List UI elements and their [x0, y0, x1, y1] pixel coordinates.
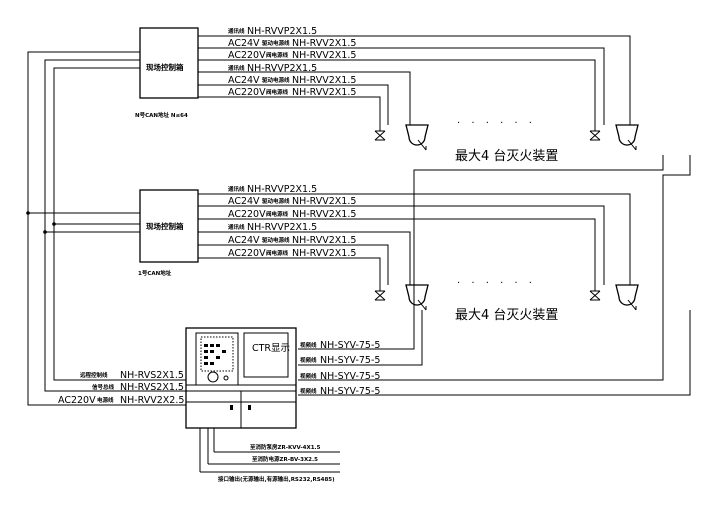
- svg-text:NH-RVV2X1.5: NH-RVV2X1.5: [292, 196, 356, 207]
- svg-text:至消防电源ZR-BV-3X2.5: 至消防电源ZR-BV-3X2.5: [252, 455, 318, 463]
- svg-text:NH-RVV2X1.5: NH-RVV2X1.5: [292, 248, 356, 259]
- svg-text:NH-RVV2X1.5: NH-RVV2X1.5: [292, 209, 356, 220]
- top-cannon-right: [615, 124, 639, 151]
- bottom-box-label: 现场控制箱: [146, 221, 184, 231]
- svg-text:AC220V: AC220V: [228, 248, 266, 259]
- svg-text:NH-RVV2X1.5: NH-RVV2X1.5: [292, 75, 356, 86]
- bottom-cable-runs: [198, 193, 631, 285]
- svg-text:视频线: 视频线: [300, 387, 317, 395]
- svg-text:NH-RVV2X2.5: NH-RVV2X2.5: [120, 395, 184, 406]
- svg-text:信号总线: 信号总线: [92, 383, 115, 391]
- svg-text:NH-RVV2X1.5: NH-RVV2X1.5: [292, 38, 356, 49]
- top-box-label: 现场控制箱: [146, 62, 184, 72]
- svg-text:AC220V: AC220V: [58, 395, 96, 406]
- bottom-output-lines: 至消防泵房ZR-KVV-4X1.5 至消防电源ZR-BV-3X2.5 接口输出(…: [200, 443, 340, 483]
- bottom-can-address: 1号CAN地址: [138, 269, 172, 277]
- svg-text:视频线: 视频线: [300, 356, 317, 364]
- left-trunk-wires: [26, 51, 186, 406]
- svg-text:通讯线: 通讯线: [228, 64, 245, 72]
- svg-text:通讯线: 通讯线: [228, 27, 245, 35]
- svg-text:视频线: 视频线: [300, 372, 317, 380]
- svg-text:视频线: 视频线: [300, 341, 317, 349]
- top-group-note: 最大4 台灭火装置: [455, 149, 558, 164]
- svg-text:远程控制线: 远程控制线: [80, 371, 108, 379]
- svg-text:电源线: 电源线: [97, 396, 114, 404]
- ctr-display-label: CTR显示: [252, 343, 290, 354]
- svg-text:NH-RVVP2X1.5: NH-RVVP2X1.5: [247, 222, 317, 233]
- svg-text:AC24V: AC24V: [228, 75, 260, 86]
- video-cable-labels: 视频线 NH-SYV-75-5 视频线 NH-SYV-75-5 视频线 NH-S…: [300, 340, 380, 397]
- svg-text:AC220V: AC220V: [228, 50, 266, 61]
- top-field-control-box[interactable]: 现场控制箱: [139, 27, 199, 99]
- svg-text:阀电源线: 阀电源线: [266, 210, 289, 218]
- bottom-ellipsis: · · · · · ·: [457, 278, 536, 289]
- top-valve-left: [374, 125, 386, 141]
- svg-text:NH-RVV2X1.5: NH-RVV2X1.5: [292, 235, 356, 246]
- svg-text:驱动电源线: 驱动电源线: [262, 39, 290, 47]
- top-can-address: N号CAN地址 N≤64: [135, 111, 188, 119]
- top-ellipsis: · · · · · ·: [457, 118, 536, 129]
- svg-text:AC24V: AC24V: [228, 235, 260, 246]
- svg-text:通讯线: 通讯线: [228, 185, 245, 193]
- top-cannon-left: [405, 124, 429, 151]
- top-cable-labels: 通讯线 NH-RVVP2X1.5 AC24V 驱动电源线 NH-RVV2X1.5…: [228, 26, 356, 98]
- svg-text:阀电源线: 阀电源线: [266, 51, 289, 59]
- bottom-group-note: 最大4 台灭火装置: [455, 308, 558, 323]
- svg-text:AC220V: AC220V: [228, 87, 266, 98]
- top-cable-runs: [198, 35, 631, 125]
- bottom-cable-labels: 通讯线 NH-RVVP2X1.5 AC24V 驱动电源线 NH-RVV2X1.5…: [228, 184, 356, 259]
- svg-text:NH-RVV2X1.5: NH-RVV2X1.5: [292, 87, 356, 98]
- svg-text:NH-SYV-75-5: NH-SYV-75-5: [320, 340, 380, 351]
- main-control-cabinet[interactable]: CTR显示: [185, 327, 297, 472]
- svg-text:接口输出(无源输出,有源输出,RS232,RS485): 接口输出(无源输出,有源输出,RS232,RS485): [218, 475, 335, 483]
- svg-text:NH-RVVP2X1.5: NH-RVVP2X1.5: [247, 63, 317, 74]
- bottom-field-control-box[interactable]: 现场控制箱: [139, 189, 199, 263]
- video-loop-wires: [298, 155, 691, 396]
- bottom-cannon-left: [405, 284, 429, 311]
- svg-text:NH-RVV2X1.5: NH-RVV2X1.5: [292, 50, 356, 61]
- left-cable-labels: 远程控制线 NH-RVS2X1.5 信号总线 NH-RVS2X1.5 AC220…: [58, 370, 184, 406]
- svg-text:阀电源线: 阀电源线: [266, 249, 289, 257]
- svg-text:至消防泵房ZR-KVV-4X1.5: 至消防泵房ZR-KVV-4X1.5: [250, 443, 321, 451]
- bottom-valve-right: [589, 285, 601, 301]
- svg-text:NH-RVVP2X1.5: NH-RVVP2X1.5: [247, 184, 317, 195]
- svg-text:NH-SYV-75-5: NH-SYV-75-5: [320, 355, 380, 366]
- svg-text:驱动电源线: 驱动电源线: [262, 76, 290, 84]
- bottom-valve-left: [374, 285, 386, 301]
- svg-text:NH-RVS2X1.5: NH-RVS2X1.5: [120, 382, 184, 393]
- svg-text:NH-SYV-75-5: NH-SYV-75-5: [320, 371, 380, 382]
- svg-text:驱动电源线: 驱动电源线: [262, 236, 290, 244]
- svg-text:NH-RVS2X1.5: NH-RVS2X1.5: [120, 370, 184, 381]
- bottom-cannon-right: [615, 284, 639, 311]
- top-valve-right: [589, 125, 601, 141]
- svg-text:AC220V: AC220V: [228, 209, 266, 220]
- svg-text:AC24V: AC24V: [228, 38, 260, 49]
- svg-text:AC24V: AC24V: [228, 196, 260, 207]
- svg-text:通讯线: 通讯线: [228, 223, 245, 231]
- svg-text:NH-SYV-75-5: NH-SYV-75-5: [320, 386, 380, 397]
- svg-text:驱动电源线: 驱动电源线: [262, 197, 290, 205]
- svg-text:NH-RVVP2X1.5: NH-RVVP2X1.5: [247, 26, 317, 37]
- svg-text:阀电源线: 阀电源线: [266, 88, 289, 96]
